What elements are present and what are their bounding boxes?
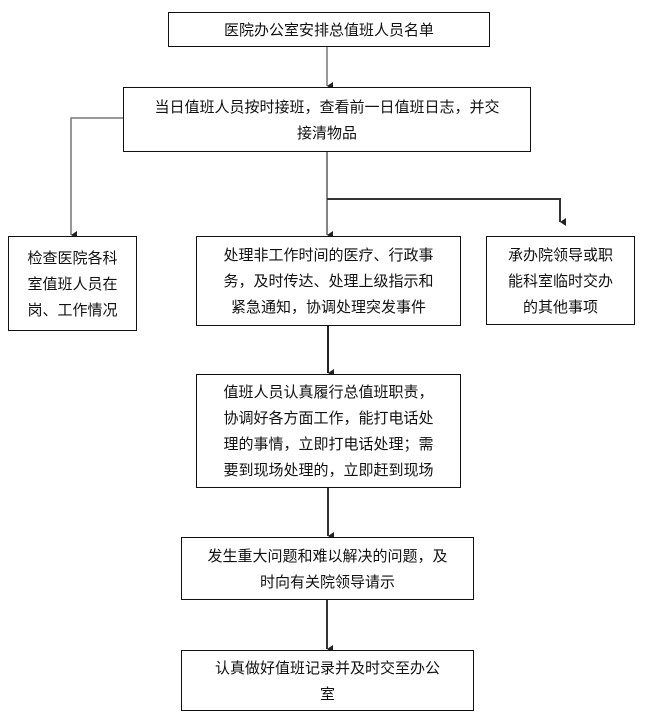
- node-text-line: 室: [319, 684, 335, 703]
- node-text-line: 能科室临时交办: [507, 271, 613, 290]
- node-text-line: 岗、工作情况: [27, 300, 118, 319]
- edge-n2-n5: [327, 198, 566, 226]
- node-text-line: 当日值班人员按时接班，查看前一日值班日志，并交: [154, 97, 500, 116]
- node-text-line: 要到现场处理的，立即赶到现场: [223, 461, 434, 479]
- node-text-line: 协调好各方面工作，能打电话处: [223, 409, 434, 427]
- node-text-line: 理的事情，立即打电话处理；需: [223, 435, 434, 453]
- node-handover: 当日值班人员按时接班，查看前一日值班日志，并交接清物品: [123, 87, 531, 152]
- edge-n2-n3: [70, 117, 123, 239]
- node-text-line: 承办院领导或职: [507, 245, 613, 264]
- node-inspect-departments: 检查医院各科室值班人员在岗、工作情况: [8, 236, 137, 331]
- node-text-line: 发生重大问题和难以解决的问题，及: [207, 546, 448, 565]
- node-text-line: 检查医院各科: [27, 248, 118, 267]
- node-text-line: 医院办公室安排总值班人员名单: [223, 20, 434, 39]
- node-text-line: 值班人员认真履行总值班职责，: [223, 383, 434, 401]
- node-schedule-staff: 医院办公室安排总值班人员名单: [168, 12, 490, 47]
- node-text-line: 室值班人员在: [27, 274, 118, 293]
- node-text-line: 时向有关院领导请示: [259, 572, 395, 591]
- node-handle-affairs: 处理非工作时间的医疗、行政事务，及时传达、处理上级指示和紧急通知，协调处理突发事…: [196, 236, 461, 326]
- node-fulfill-duties: 值班人员认真履行总值班职责， 协调好各方面工作，能打电话处理的事情，立即打电话处理…: [196, 374, 461, 488]
- node-report-issues: 发生重大问题和难以解决的问题，及时向有关院领导请示: [181, 537, 474, 600]
- node-other-tasks: 承办院领导或职能科室临时交办的其他事项: [486, 236, 635, 325]
- node-text-line: 紧急通知，协调处理突发事件: [230, 298, 426, 316]
- node-text-line: 处理非工作时间的医疗、行政事: [223, 246, 434, 264]
- node-text-line: 务，及时传达、处理上级指示和: [223, 272, 434, 290]
- node-text-line: 认真做好值班记录并及时交至办公: [214, 658, 440, 677]
- node-text-line: 接清物品: [296, 123, 357, 142]
- node-text-line: 的其他事项: [522, 297, 598, 316]
- node-record-submit: 认真做好值班记录并及时交至办公室: [181, 650, 474, 711]
